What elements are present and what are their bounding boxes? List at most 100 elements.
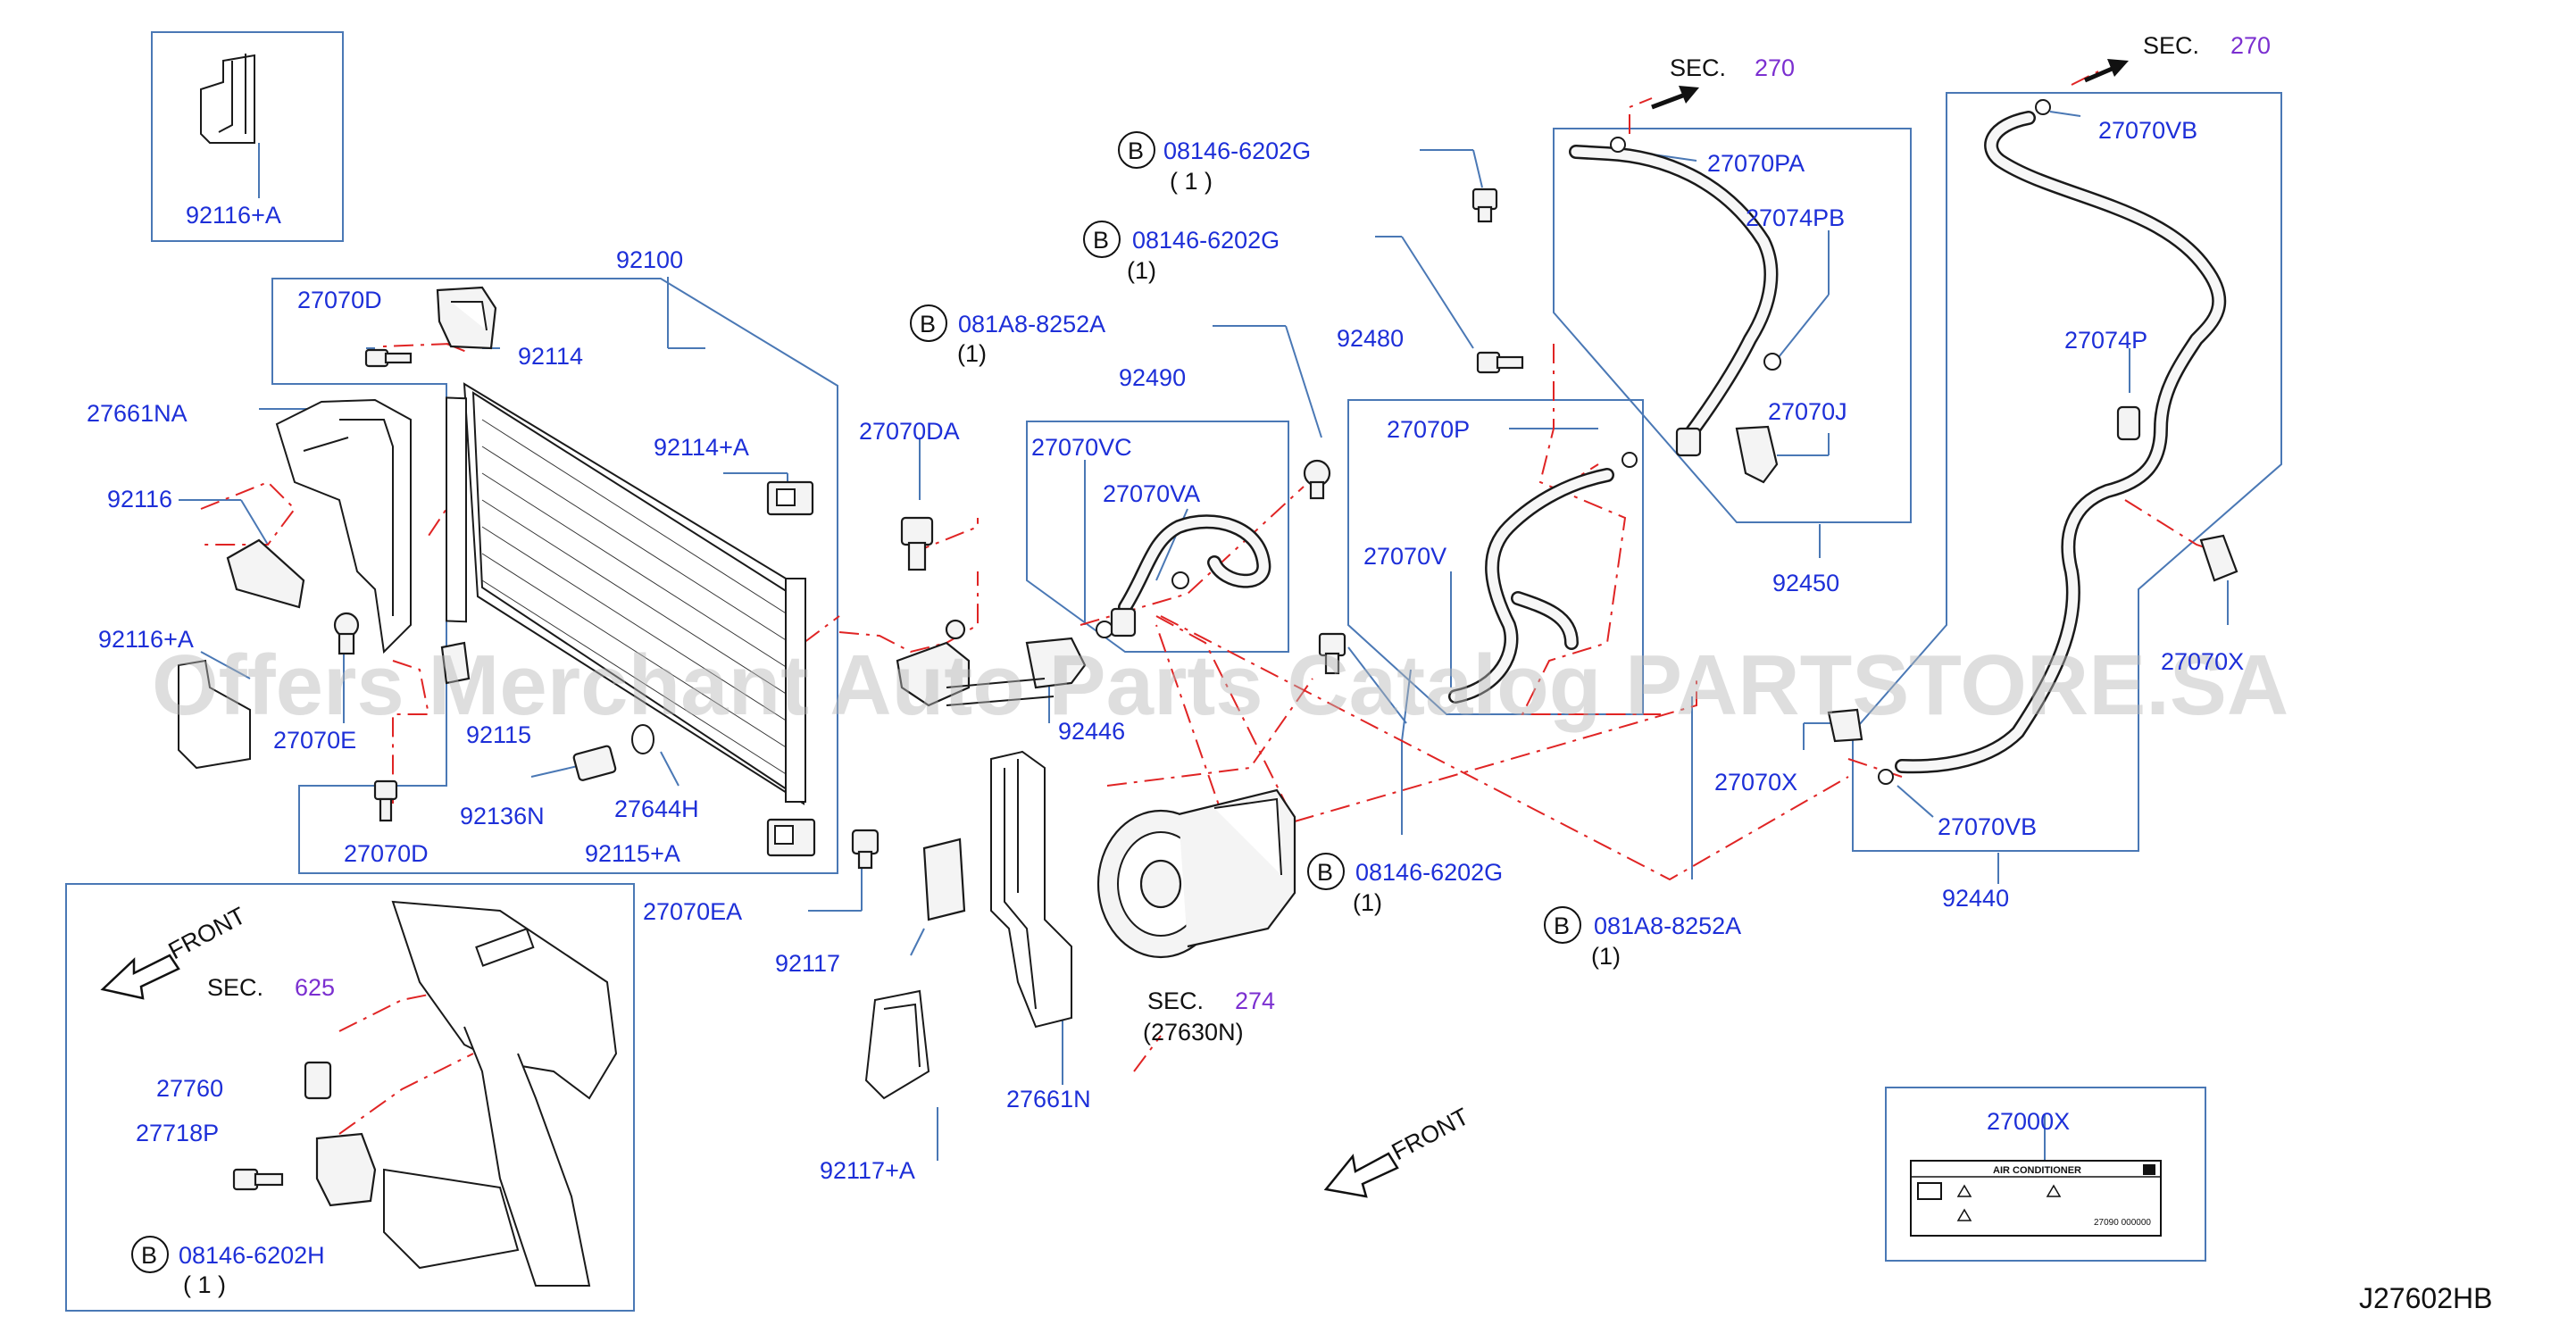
bolt-callout-2[interactable]: B 08146-6202G (1)	[1083, 221, 1280, 284]
svg-text:08146-6202G: 08146-6202G	[1132, 227, 1280, 254]
label-92116a-top[interactable]: 92116+A	[186, 202, 281, 229]
svg-text:(1): (1)	[1591, 943, 1621, 970]
bolt-27070ea	[851, 829, 880, 870]
bolt-callout-1[interactable]: B 08146-6202G ( 1 )	[1118, 131, 1311, 195]
label-92440[interactable]: 92440	[1942, 885, 2009, 912]
label-27718p[interactable]: 27718P	[136, 1120, 219, 1146]
bolt-callout-5[interactable]: B 081A8-8252A (1)	[1544, 906, 1741, 970]
bracket-92117	[922, 838, 966, 921]
svg-text:625: 625	[295, 974, 335, 1001]
svg-text:B: B	[920, 311, 936, 338]
front-arrow-center-icon	[1323, 1152, 1399, 1198]
pipe-block-92446	[896, 619, 1087, 707]
sensor-92136n	[572, 745, 617, 781]
label-92450[interactable]: 92450	[1772, 570, 1839, 596]
svg-text:B: B	[1317, 859, 1333, 886]
bracket-92115	[440, 641, 471, 685]
compressor-27630n	[1096, 788, 1296, 959]
sticker-27000x	[1910, 1160, 2162, 1237]
watermark: Offers Merchant Auto Parts Catalog PARTS…	[152, 638, 2288, 733]
bolt-b1	[1471, 188, 1498, 223]
label-27070d[interactable]: 27070D	[297, 287, 382, 313]
svg-text:B: B	[1093, 227, 1109, 254]
label-92100[interactable]: 92100	[616, 246, 683, 273]
sec-ref-274[interactable]: SEC. 274 (27630N)	[1143, 988, 1275, 1046]
label-27070e[interactable]: 27070E	[273, 727, 356, 754]
label-27070vb[interactable]: 27070VB	[1938, 813, 2037, 840]
svg-text:B: B	[141, 1242, 157, 1269]
label-92116a-mid[interactable]: 92116+A	[98, 626, 194, 653]
label-92116[interactable]: 92116	[107, 486, 172, 512]
box-27000x	[1885, 1087, 2206, 1262]
box-front-detail	[65, 883, 635, 1312]
bolt-27070e	[333, 612, 360, 655]
svg-text:( 1 ): ( 1 )	[183, 1271, 226, 1298]
air-guide-27661n	[990, 750, 1072, 1029]
label-92490[interactable]: 92490	[1119, 364, 1186, 391]
bolt-callout-4[interactable]: B 08146-6202G (1)	[1307, 853, 1503, 916]
sec-ref-270a[interactable]: SEC. 270	[1670, 54, 1795, 81]
label-27070v[interactable]: 27070V	[1363, 543, 1446, 570]
label-27070vc[interactable]: 27070VC	[1031, 434, 1132, 461]
bracket-92116a-top	[200, 54, 255, 144]
front-label-left: FRONT	[164, 902, 250, 964]
bracket-92115a	[766, 818, 816, 857]
bolt-b4	[1318, 632, 1346, 675]
label-27070da[interactable]: 27070DA	[859, 418, 960, 445]
svg-text:081A8-8252A: 081A8-8252A	[1594, 912, 1741, 939]
label-92114a[interactable]: 92114+A	[654, 434, 749, 461]
label-27661n[interactable]: 27661N	[1006, 1086, 1091, 1112]
label-92115[interactable]: 92115	[466, 721, 531, 748]
label-92136n[interactable]: 92136N	[460, 803, 545, 829]
label-92114[interactable]: 92114	[518, 343, 583, 370]
bolt-b6	[232, 1168, 284, 1191]
svg-text:SEC.: SEC.	[1147, 988, 1204, 1014]
svg-text:08146-6202G: 08146-6202G	[1355, 859, 1503, 886]
module-27718p	[315, 1132, 377, 1207]
sec-ref-625[interactable]: SEC. 625	[207, 974, 335, 1001]
label-27070p[interactable]: 27070P	[1387, 416, 1470, 443]
svg-text:274: 274	[1235, 988, 1275, 1014]
pipe-92440	[1827, 99, 2238, 785]
svg-text:(27630N): (27630N)	[1143, 1019, 1244, 1046]
label-27070d-low[interactable]: 27070D	[344, 840, 429, 867]
sec-ref-270b[interactable]: SEC. 270	[2143, 32, 2271, 59]
label-27661na[interactable]: 27661NA	[87, 400, 188, 427]
label-27074pb[interactable]: 27074PB	[1746, 204, 1845, 231]
svg-text:SEC.: SEC.	[1670, 54, 1726, 81]
label-92117[interactable]: 92117	[775, 950, 840, 977]
label-27070pa[interactable]: 27070PA	[1707, 150, 1805, 177]
label-27070x[interactable]: 27070X	[1714, 769, 1797, 796]
svg-text:081A8-8252A: 081A8-8252A	[958, 311, 1105, 338]
bolt-27070d	[364, 348, 413, 368]
label-27070j[interactable]: 27070J	[1768, 398, 1847, 425]
label-27644h[interactable]: 27644H	[614, 796, 699, 822]
label-27074p[interactable]: 27074P	[2064, 327, 2147, 354]
condenser-92100	[446, 382, 806, 805]
svg-text:( 1 ): ( 1 )	[1170, 168, 1213, 195]
bracket-92114	[436, 286, 497, 350]
svg-text:270: 270	[2230, 32, 2271, 59]
label-27070ea[interactable]: 27070EA	[643, 898, 742, 925]
bracket-92116	[226, 538, 305, 609]
box-92100-condenser	[271, 278, 838, 874]
label-27070vb-top[interactable]: 27070VB	[2098, 117, 2197, 144]
pipe-92450	[1569, 137, 1781, 484]
label-92117a[interactable]: 92117+A	[820, 1157, 915, 1184]
label-92115a[interactable]: 92115+A	[585, 840, 680, 867]
label-27000x[interactable]: 27000X	[1987, 1108, 2070, 1135]
label-27760[interactable]: 27760	[156, 1075, 223, 1102]
o-ring-27644h	[631, 724, 654, 754]
bolt-callout-6[interactable]: B 08146-6202H ( 1 )	[131, 1236, 325, 1298]
svg-text:(1): (1)	[957, 340, 987, 367]
bolt-callout-3[interactable]: B 081A8-8252A (1)	[910, 304, 1105, 367]
label-27070va[interactable]: 27070VA	[1103, 480, 1200, 507]
label-92446[interactable]: 92446	[1058, 718, 1125, 745]
front-frame-structure	[383, 900, 618, 1287]
sticker-title: AIR CONDITIONER	[1993, 1165, 2081, 1176]
label-27070x-right[interactable]: 27070X	[2161, 648, 2244, 675]
label-92480[interactable]: 92480	[1337, 325, 1404, 352]
diagram-id: J27602HB	[2359, 1282, 2492, 1314]
box-92450	[1553, 128, 1912, 523]
svg-text:SEC.: SEC.	[2143, 32, 2199, 59]
